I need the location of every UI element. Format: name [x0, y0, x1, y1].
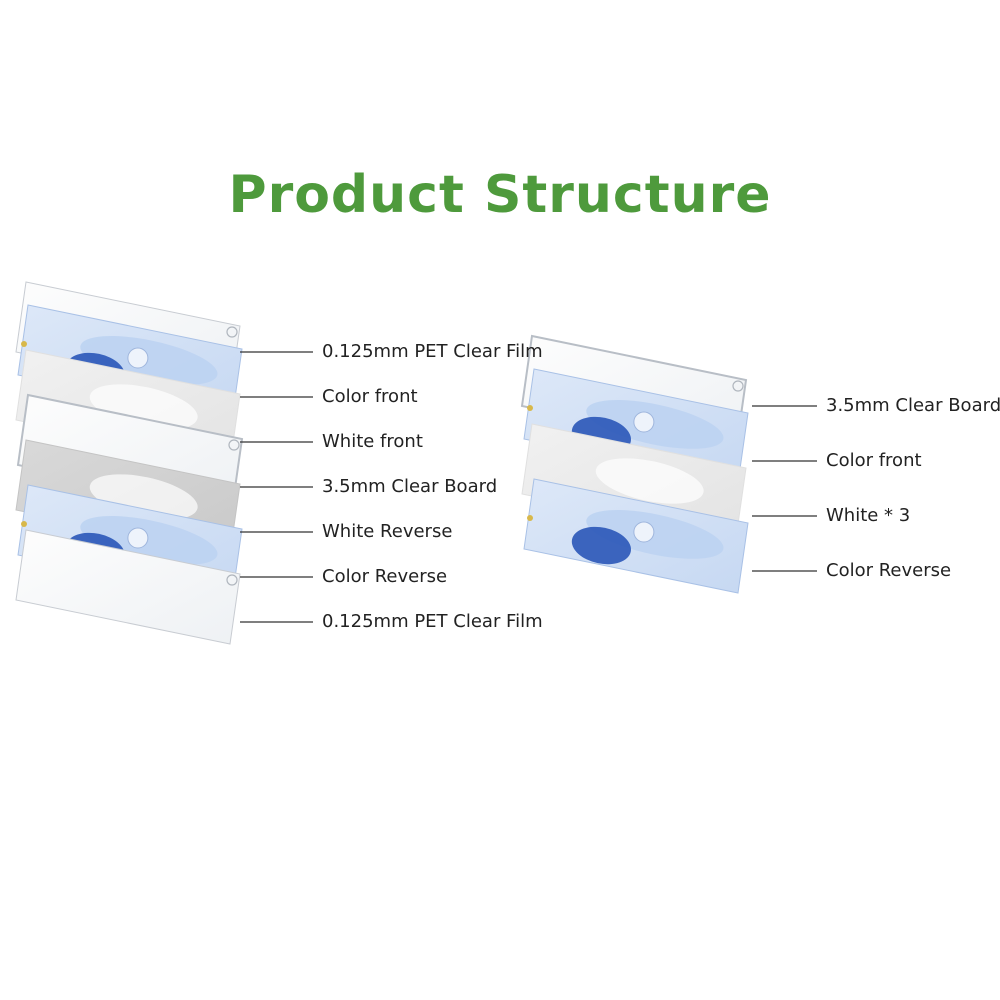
left-layer-stack	[15, 281, 244, 645]
white-shape	[595, 458, 704, 504]
art-dot	[21, 341, 27, 347]
left-layer-label: White Reverse	[322, 521, 453, 542]
art-wave	[586, 400, 724, 449]
right-layer-3	[523, 478, 749, 594]
hole-mark	[226, 574, 238, 586]
right-layer-label: Color Reverse	[826, 560, 952, 581]
left-layer-label: 0.125mm PET Clear Film	[322, 611, 543, 632]
art-dot	[527, 515, 533, 521]
art-face	[633, 521, 655, 543]
left-layer-label: Color Reverse	[322, 566, 448, 587]
right-layer-2	[521, 423, 747, 539]
layer-film	[15, 529, 241, 645]
right-layer-stack	[520, 334, 749, 594]
right-layer-label: Color front	[826, 450, 922, 471]
left-layer-label: Color front	[322, 386, 418, 407]
left-layer-label: 3.5mm Clear Board	[322, 476, 498, 497]
hole-mark	[732, 380, 744, 392]
art-dot	[21, 521, 27, 527]
hole-mark	[228, 439, 240, 451]
left-layer-6	[15, 529, 241, 645]
art-dot	[527, 405, 533, 411]
art-face	[127, 347, 149, 369]
right-layer-label: White * 3	[826, 505, 911, 526]
art-wave	[80, 516, 218, 565]
left-layer-label: White front	[322, 431, 423, 452]
left-layer-label: 0.125mm PET Clear Film	[322, 341, 543, 362]
right-layer-label: 3.5mm Clear Board	[826, 395, 1000, 416]
art-face	[633, 411, 655, 433]
art-face	[127, 527, 149, 549]
hole-mark	[226, 326, 238, 338]
page-title: Product Structure	[228, 165, 772, 225]
leader-lines	[240, 351, 817, 623]
art-wave	[586, 510, 724, 559]
art-wave	[80, 336, 218, 385]
art-figure	[571, 526, 631, 565]
